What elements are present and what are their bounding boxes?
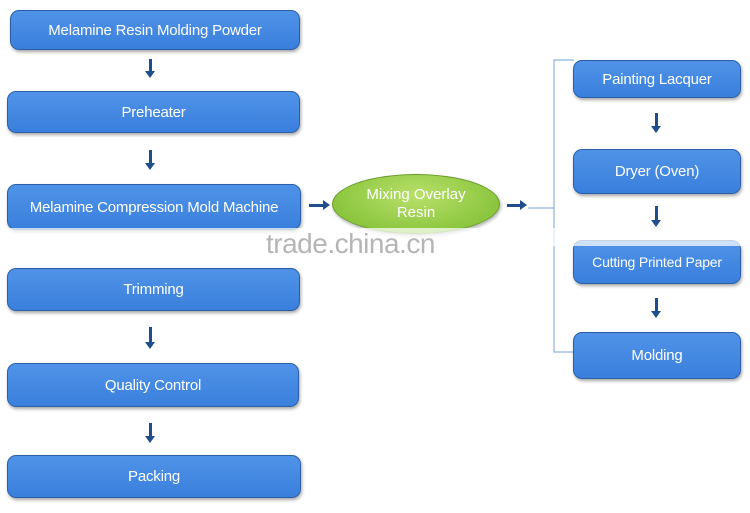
step-melamine-resin-molding-powder: Melamine Resin Molding Powder (10, 10, 300, 50)
step-label: Painting Lacquer (602, 70, 712, 88)
arrow-down (145, 59, 155, 78)
oval-label-line1: Mixing Overlay (366, 186, 466, 203)
step-label: Packing (128, 468, 180, 485)
arrow-down (651, 206, 661, 227)
step-quality-control: Quality Control (7, 363, 299, 407)
watermark-band (0, 228, 750, 246)
step-dryer-oven: Dryer (Oven) (573, 149, 741, 194)
step-trimming: Trimming (7, 268, 300, 311)
arrow-down (651, 113, 661, 133)
arrow-down (145, 423, 155, 443)
step-label: Trimming (123, 281, 184, 298)
arrow-down (145, 150, 155, 170)
arrow-down (145, 327, 155, 349)
step-label: Melamine Compression Mold Machine (29, 198, 279, 216)
arrow-right (309, 200, 330, 210)
oval-label-line2: Resin (396, 204, 436, 221)
step-label: Molding (631, 347, 683, 364)
step-preheater: Preheater (7, 91, 300, 133)
step-cutting-printed-paper: Cutting Printed Paper (573, 240, 741, 284)
step-packing: Packing (7, 455, 301, 498)
step-label: Melamine Resin Molding Powder (48, 21, 262, 39)
watermark-text: trade.china.cn (266, 228, 435, 259)
step-label: Cutting Printed Paper (592, 254, 722, 270)
step-label: Preheater (121, 103, 186, 121)
mixing-overlay-resin-node: Mixing Overlay Resin (332, 174, 500, 234)
arrow-down (651, 298, 661, 318)
step-painting-lacquer: Painting Lacquer (573, 60, 741, 98)
bracket-connector (528, 59, 574, 353)
step-melamine-compression-mold-machine: Melamine Compression Mold Machine (7, 184, 301, 230)
step-molding: Molding (573, 332, 741, 379)
step-label: Quality Control (104, 376, 202, 394)
arrow-right (507, 200, 527, 210)
step-label: Dryer (Oven) (614, 163, 700, 180)
